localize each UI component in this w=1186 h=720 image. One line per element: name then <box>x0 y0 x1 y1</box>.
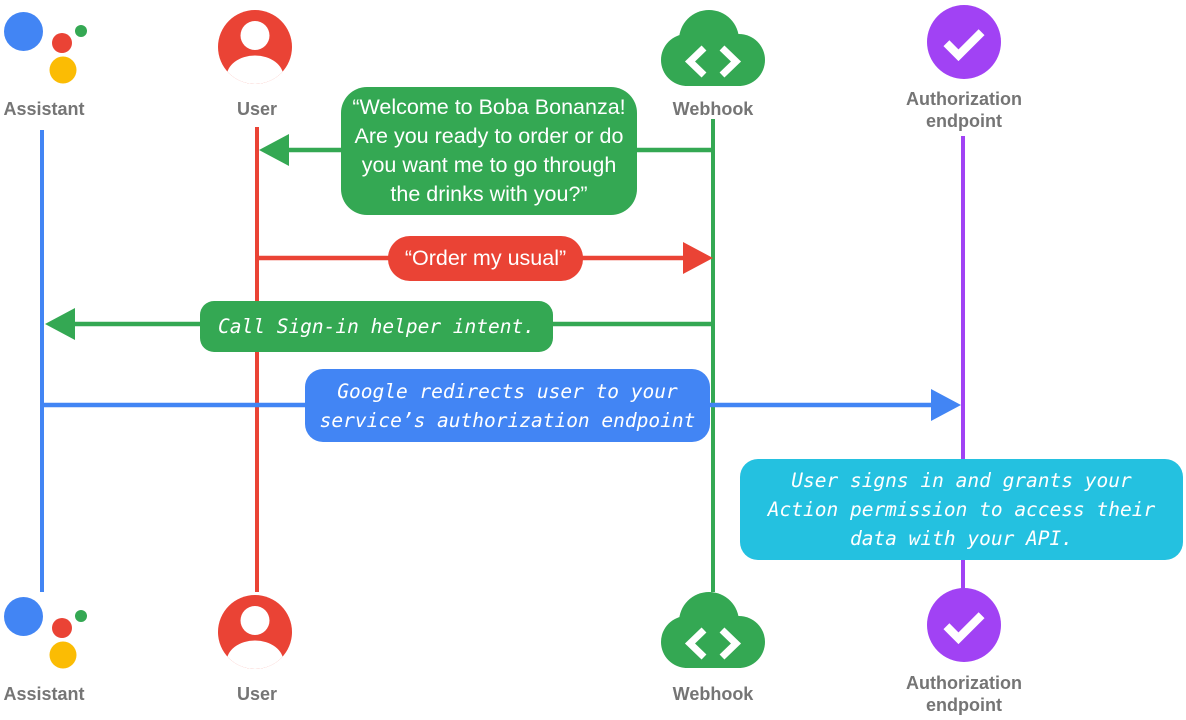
welcome-message-bubble: “Welcome to Boba Bonanza! Are you ready … <box>341 87 637 215</box>
user-circle-icon <box>218 10 292 84</box>
actor-label-assistant: Assistant <box>3 99 85 119</box>
check-circle-icon <box>927 5 1001 79</box>
google-assistant-icon <box>4 597 87 669</box>
check-circle-icon <box>927 588 1001 662</box>
user-circle-icon <box>218 595 292 669</box>
redirect-message-bubble: Google redirects user to your service’s … <box>305 369 710 442</box>
code-brackets-glyph <box>684 627 742 660</box>
user-lifeline <box>254 127 260 592</box>
actor-label-user: User <box>236 684 278 704</box>
actor-label-assistant: Assistant <box>3 684 85 704</box>
actor-label-user: User <box>236 99 278 119</box>
actor-label-authorization-endpoint: Authorization endpoint <box>906 673 1022 715</box>
user-signin-note-bubble: User signs in and grants your Action per… <box>740 459 1183 560</box>
actor-label-authorization-endpoint: Authorization endpoint <box>906 89 1022 131</box>
cloud-code-icon <box>661 592 765 668</box>
checkmark-glyph <box>943 612 985 645</box>
cloud-code-icon <box>661 10 765 86</box>
actor-label-webhook: Webhook <box>672 99 754 119</box>
assistant-lifeline <box>39 130 45 592</box>
order-message-bubble: “Order my usual” <box>388 236 583 281</box>
google-assistant-icon <box>4 12 87 84</box>
checkmark-glyph <box>943 29 985 62</box>
actor-label-webhook: Webhook <box>672 684 754 704</box>
webhook-lifeline <box>710 119 716 592</box>
code-brackets-glyph <box>684 45 742 78</box>
signin-helper-message-bubble: Call Sign-in helper intent. <box>200 301 553 352</box>
authorization-endpoint-lifeline <box>960 136 966 590</box>
